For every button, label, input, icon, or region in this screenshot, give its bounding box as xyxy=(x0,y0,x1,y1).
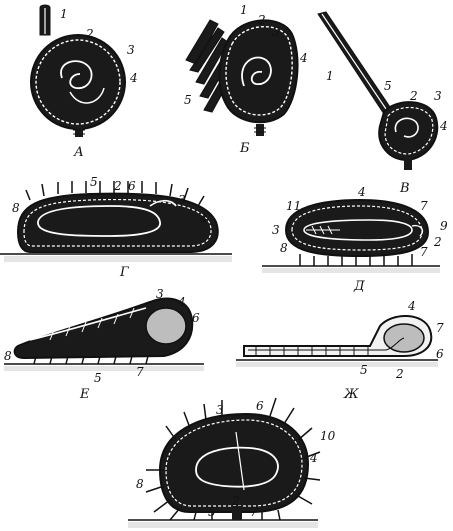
label-g-5: 5 xyxy=(90,175,98,189)
label-d-3: 3 xyxy=(272,223,280,237)
label-zh-5: 5 xyxy=(360,363,368,377)
panel-d-letter: Д xyxy=(353,279,365,294)
label-g-6: 6 xyxy=(128,179,136,193)
label-e-4: 4 xyxy=(177,295,186,309)
label-a-2: 2 xyxy=(85,27,94,41)
panel-g-letter: Г xyxy=(119,265,129,280)
panel-a-diagram xyxy=(30,4,126,137)
label-b-3: 3 xyxy=(272,25,280,39)
label-g-2: 2 xyxy=(113,179,122,193)
label-v-1: 1 xyxy=(326,69,334,83)
label-d-2: 2 xyxy=(433,235,442,249)
label-g-8: 8 xyxy=(12,201,20,215)
label-v-4: 4 xyxy=(439,119,448,133)
label-e-7: 7 xyxy=(136,365,144,379)
label-d-7-bottom: 7 xyxy=(420,245,428,259)
panel-d-diagram xyxy=(262,198,440,273)
panel-zh-diagram xyxy=(236,314,438,367)
label-a-4: 4 xyxy=(129,71,138,85)
label-d-4: 4 xyxy=(357,185,366,199)
label-g-4: 4 xyxy=(199,211,208,225)
label-a-3: 3 xyxy=(127,43,135,57)
label-e-5: 5 xyxy=(94,371,102,385)
panel-e-diagram xyxy=(4,297,204,371)
panel-b-letter: Б xyxy=(239,141,250,156)
label-bottom-6: 6 xyxy=(256,399,264,413)
label-g-3: 3 xyxy=(178,193,186,207)
label-bottom-2: 2 xyxy=(231,494,240,508)
panel-v-letter: В xyxy=(399,181,410,196)
label-v-3: 3 xyxy=(434,89,442,103)
label-bottom-5: 5 xyxy=(208,505,216,519)
label-bottom-7: 7 xyxy=(250,505,258,519)
label-bottom-4: 4 xyxy=(309,451,318,465)
label-a-1: 1 xyxy=(60,7,68,21)
label-bottom-3: 3 xyxy=(216,403,224,417)
label-bottom-8: 8 xyxy=(136,477,144,491)
panel-b-diagram xyxy=(185,19,299,136)
label-v-5: 5 xyxy=(384,79,392,93)
label-e-6: 6 xyxy=(192,311,200,325)
label-e-8: 8 xyxy=(4,349,12,363)
panel-e-letter: Е xyxy=(79,387,90,402)
label-d-8: 8 xyxy=(280,241,288,255)
label-zh-7: 7 xyxy=(436,321,444,335)
panel-zh-letter: Ж xyxy=(343,387,359,402)
label-b-4: 4 xyxy=(299,51,308,65)
label-d-11: 11 xyxy=(286,199,301,213)
panel-bottom-diagram xyxy=(128,397,321,528)
label-zh-6: 6 xyxy=(436,347,444,361)
label-d-9: 9 xyxy=(440,219,448,233)
panel-g-diagram xyxy=(0,181,232,262)
label-b-5: 5 xyxy=(184,93,192,107)
label-bottom-10: 10 xyxy=(320,429,336,443)
label-d-7-top: 7 xyxy=(420,199,428,213)
panel-v-diagram xyxy=(317,11,439,170)
label-e-3: 3 xyxy=(156,287,164,301)
label-v-2: 2 xyxy=(409,89,418,103)
label-b-2: 2 xyxy=(257,13,266,27)
label-b-1: 1 xyxy=(240,3,248,17)
panel-a-letter: А xyxy=(73,145,84,160)
label-zh-4: 4 xyxy=(407,299,416,313)
label-zh-2: 2 xyxy=(395,367,404,381)
